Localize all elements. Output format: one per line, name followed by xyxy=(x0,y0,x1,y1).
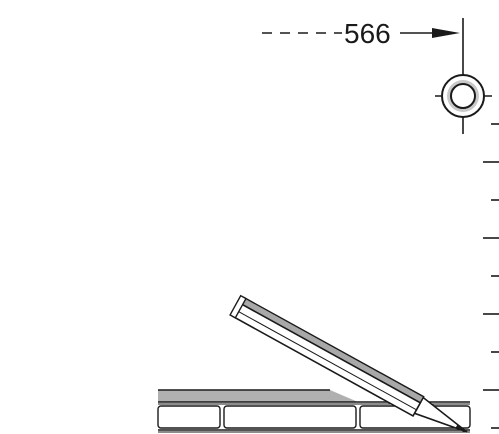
panel-left xyxy=(157,405,221,429)
pencil-end xyxy=(229,294,247,319)
panel-middle xyxy=(223,405,357,429)
pencil-lead xyxy=(455,424,467,432)
pencil-icon xyxy=(229,294,468,433)
dimension-line: 566 xyxy=(262,18,460,49)
dimension-arrow-icon xyxy=(432,28,460,38)
drill-hole-marker-icon xyxy=(435,74,492,118)
dimension-value: 566 xyxy=(344,18,391,49)
edge-scale-ticks xyxy=(483,123,499,429)
pencil-shadow-face xyxy=(239,296,425,404)
surface-top xyxy=(158,390,358,402)
